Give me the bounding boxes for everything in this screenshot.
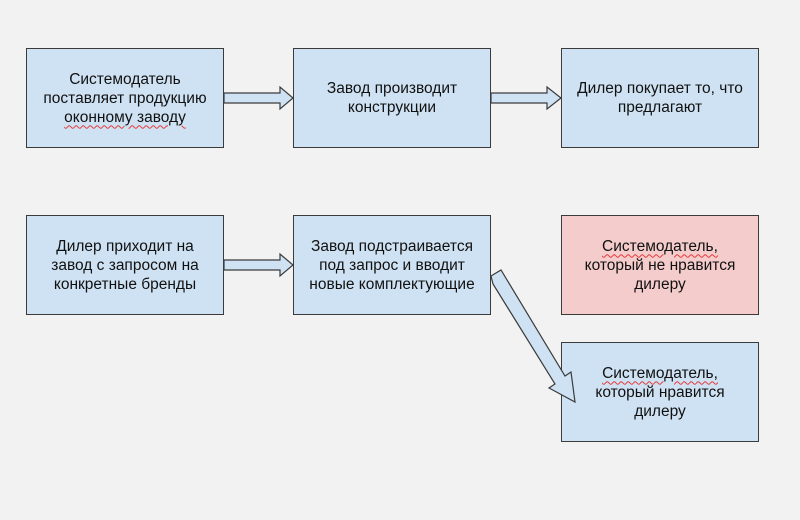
box-line: конструкции xyxy=(347,99,437,116)
box-line: Завод производит xyxy=(326,80,458,97)
box-supplier-disliked: Системодатель, который не нравится дилер… xyxy=(561,215,759,315)
box-line: Системодатель, xyxy=(602,237,718,255)
box-line: Завод подстраивается xyxy=(310,237,473,255)
box-supplier-liked: Системодатель, который нравится дилеру xyxy=(561,342,759,442)
arrow-right-icon xyxy=(490,85,562,111)
box-line: дилеру xyxy=(634,275,686,293)
arrow-diagonal-icon xyxy=(490,269,576,404)
box-line: новые комплектующие xyxy=(309,275,475,293)
box-line: Дилер покупает то, что xyxy=(577,80,743,97)
box-line: дилеру xyxy=(634,402,686,420)
arrow-right-icon xyxy=(223,85,294,111)
box-line: поставляет продукцию xyxy=(43,89,207,107)
box-line: Дилер приходит на xyxy=(56,237,194,255)
box-line: который не нравится xyxy=(584,256,736,274)
box-line: который нравится xyxy=(595,383,725,401)
box-line: под запрос и вводит xyxy=(319,256,465,274)
box-line: завод с запросом на xyxy=(51,256,199,274)
box-line: предлагают xyxy=(617,99,703,116)
box-dealer-requests: Дилер приходит на завод с запросом на ко… xyxy=(26,215,224,315)
box-line: Системодатель, xyxy=(602,364,718,382)
box-dealer-buys: Дилер покупает то, что предлагают xyxy=(561,48,759,148)
box-line: конкретные бренды xyxy=(53,275,197,293)
box-line: оконному заводу xyxy=(64,108,186,126)
box-factory-adapts: Завод подстраивается под запрос и вводит… xyxy=(293,215,491,315)
box-supplier-supplies: Системодатель поставляет продукцию оконн… xyxy=(26,48,224,148)
arrow-right-icon xyxy=(223,252,294,278)
box-line: Системодатель xyxy=(69,70,181,88)
